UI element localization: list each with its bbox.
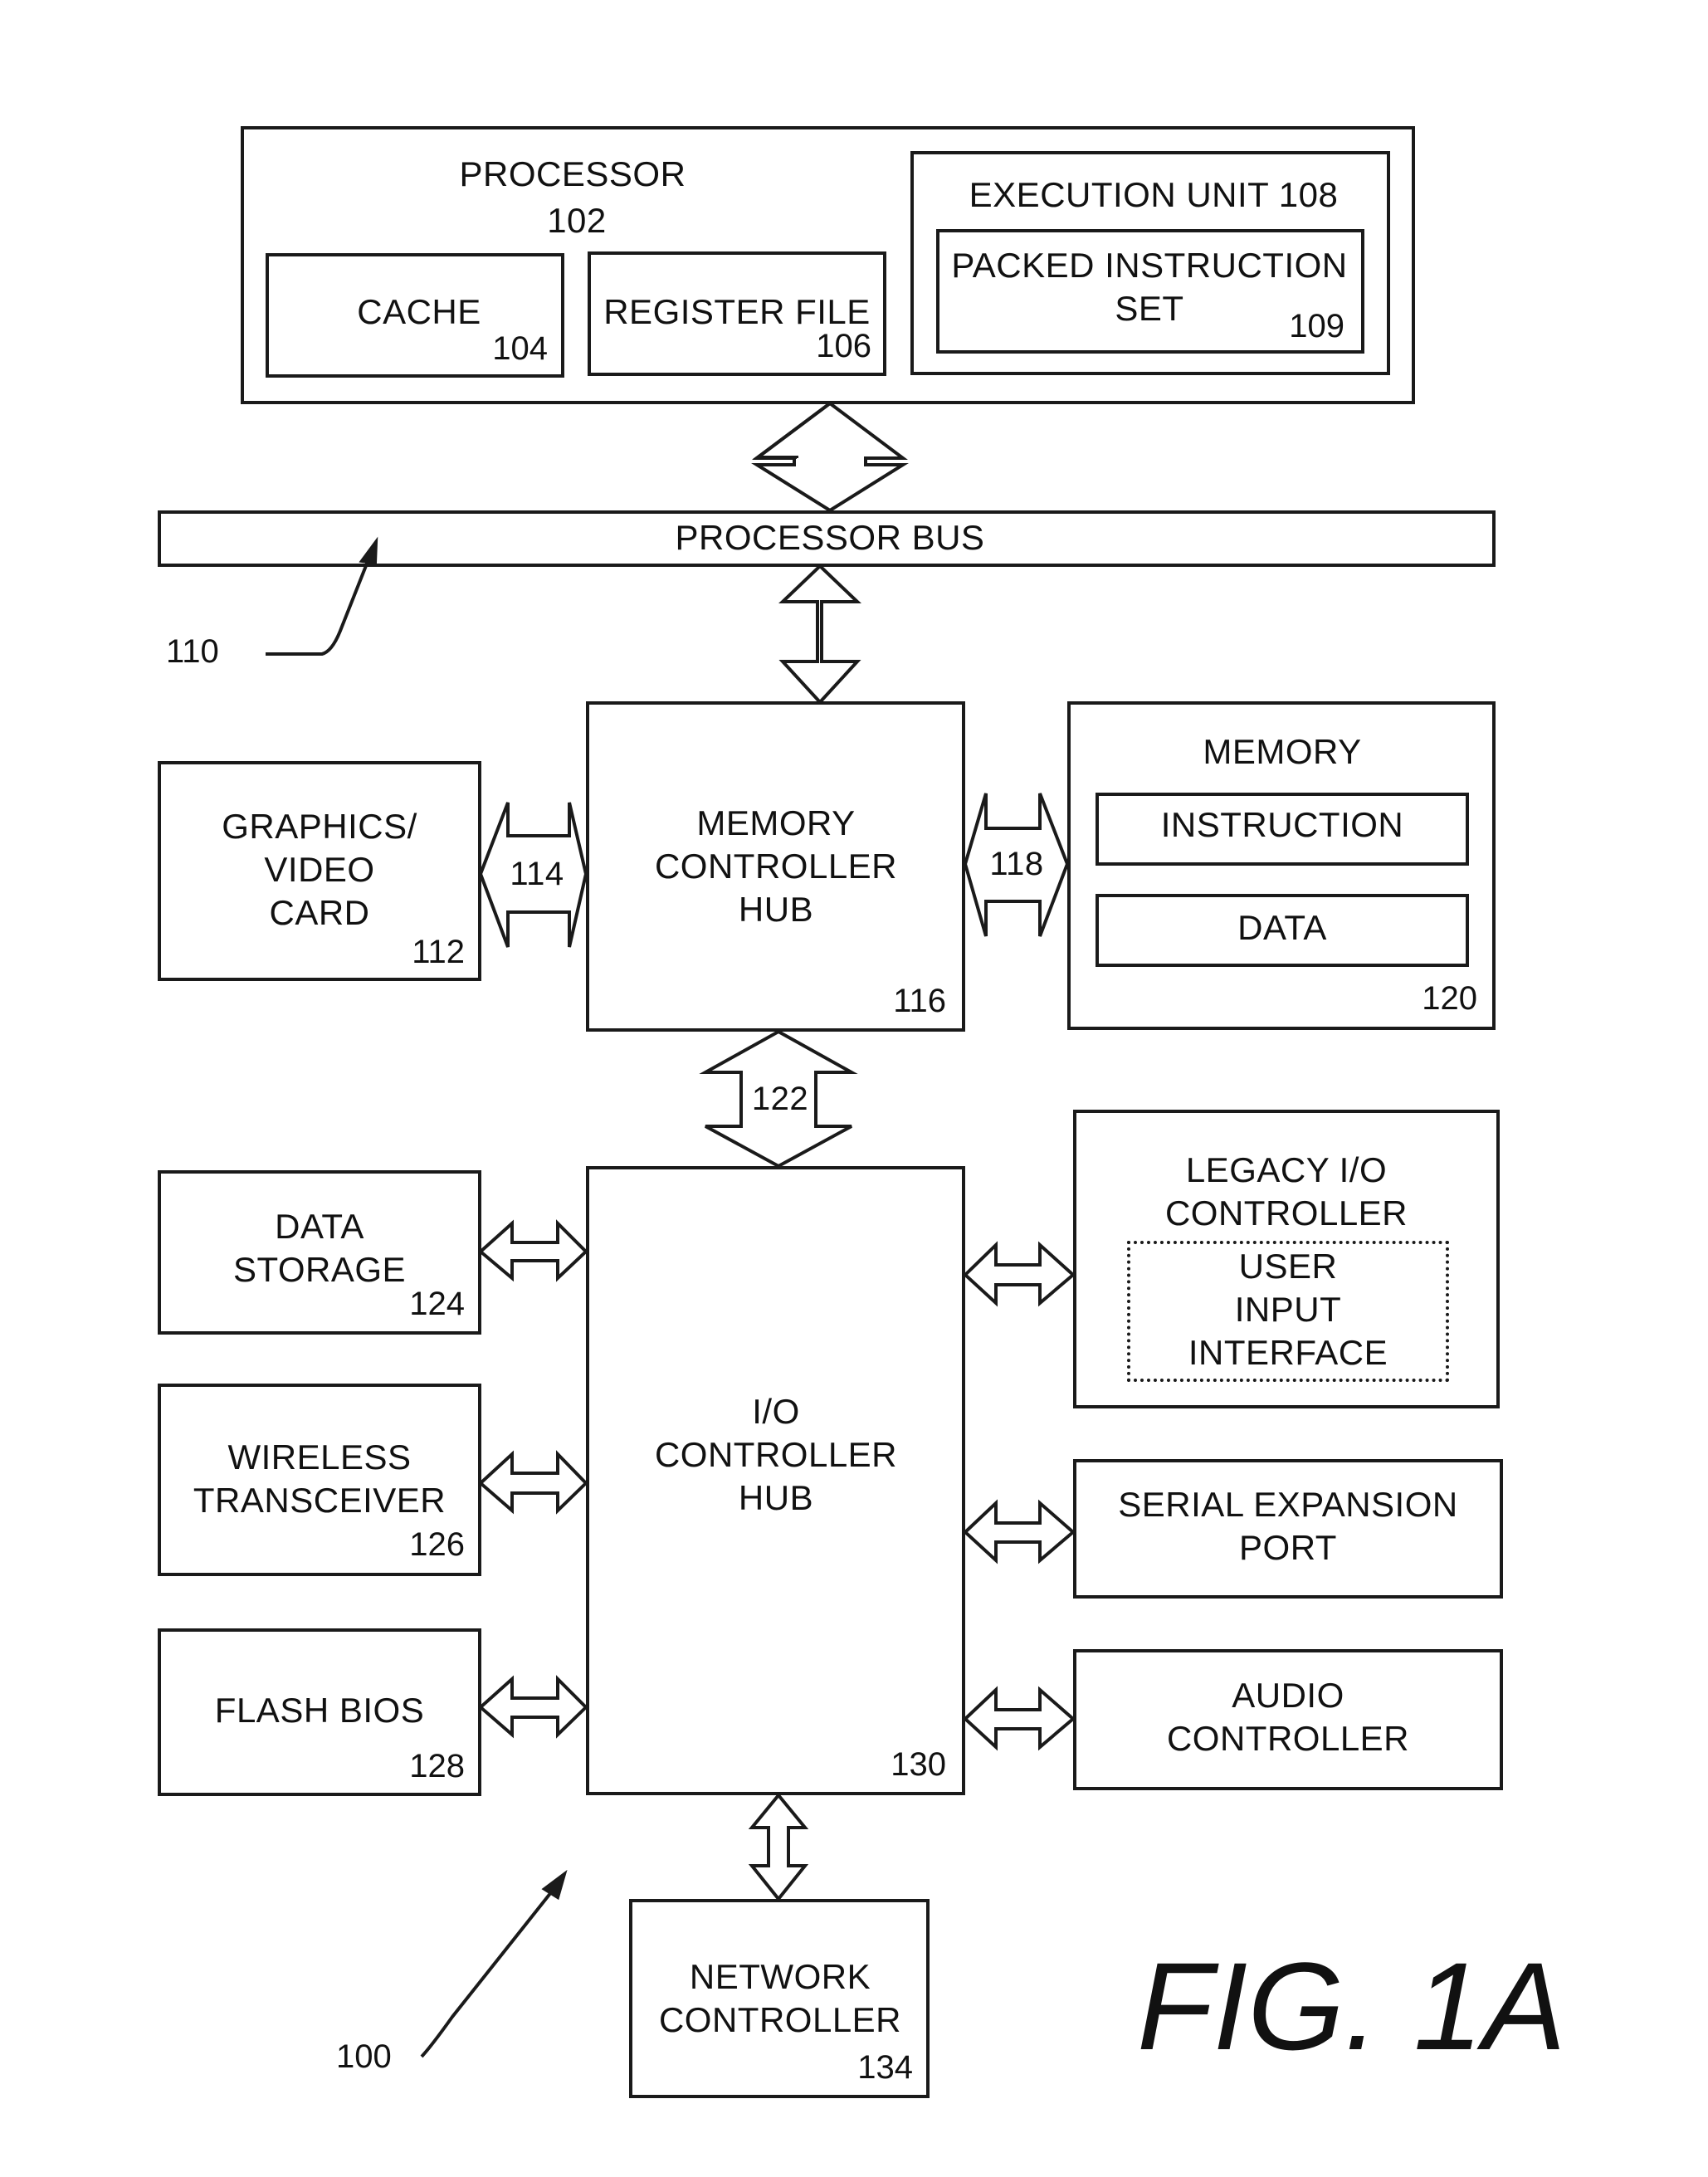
leader-100 xyxy=(422,1884,558,2057)
link-122-ref: 122 xyxy=(743,1077,817,1120)
arrow-flash-ioh xyxy=(481,1679,586,1735)
memory-controller-hub-ref: 116 xyxy=(847,982,946,1020)
cache-ref: 104 xyxy=(465,329,548,368)
arrow-ioh-serial xyxy=(965,1503,1073,1560)
link-118-ref: 118 xyxy=(979,842,1054,886)
user-input-interface-label: USER INPUT INTERFACE xyxy=(1129,1245,1447,1374)
arrow-bus-mch xyxy=(783,566,857,702)
io-controller-hub-label: I/O CONTROLLER HUB xyxy=(606,1390,946,1520)
wireless-transceiver-label: WIRELESS TRANSCEIVER xyxy=(166,1436,473,1522)
graphics-card-label: GRAPHICS/ VIDEO CARD xyxy=(178,805,461,935)
arrow-ioh-legacy xyxy=(965,1245,1073,1303)
audio-controller-label: AUDIO CONTROLLER xyxy=(1079,1674,1497,1760)
arrow-wireless-ioh xyxy=(481,1454,586,1511)
serial-expansion-port-label: SERIAL EXPANSION PORT xyxy=(1079,1483,1497,1569)
io-controller-hub-ref: 130 xyxy=(847,1745,946,1784)
graphics-card-ref: 112 xyxy=(365,933,465,971)
register-file-ref: 106 xyxy=(780,327,871,365)
flash-bios-label: FLASH BIOS xyxy=(178,1689,461,1732)
processor-ref: 102 xyxy=(515,199,639,242)
link-114-ref: 114 xyxy=(500,852,574,896)
arrow-storage-ioh xyxy=(481,1223,586,1278)
processor-title: PROCESSOR xyxy=(415,153,730,196)
leader-100-head xyxy=(544,1874,564,1897)
memory-instruction-label: INSTRUCTION xyxy=(1100,803,1465,847)
data-storage-label: DATA STORAGE xyxy=(178,1205,461,1291)
memory-data-label: DATA xyxy=(1100,906,1465,949)
memory-controller-hub-label: MEMORY CONTROLLER HUB xyxy=(606,802,946,931)
data-storage-ref: 124 xyxy=(365,1285,465,1323)
memory-title: MEMORY xyxy=(1145,730,1419,774)
flash-bios-ref: 128 xyxy=(365,1747,465,1785)
processor-bus-label: PROCESSOR BUS xyxy=(581,516,1079,559)
system-ref: 100 xyxy=(336,2038,419,2076)
cache-label: CACHE xyxy=(315,290,523,334)
processor-bus-ref: 110 xyxy=(166,632,257,671)
memory-ref: 120 xyxy=(1378,979,1477,1018)
packed-instruction-set-ref: 109 xyxy=(1253,307,1344,345)
arrow-ioh-audio xyxy=(965,1690,1073,1747)
wireless-transceiver-ref: 126 xyxy=(365,1525,465,1564)
network-controller-label: NETWORK CONTROLLER xyxy=(639,1955,921,2042)
arrow-proc-bus xyxy=(757,403,903,510)
execution-unit-label: EXECUTION UNIT 108 xyxy=(930,173,1378,217)
network-controller-ref: 134 xyxy=(813,2048,913,2087)
figure-label: FIG. 1A xyxy=(1137,1944,1602,2068)
arrow-ioh-network xyxy=(752,1795,805,1899)
legacy-io-controller-label: LEGACY I/O CONTROLLER xyxy=(1096,1149,1477,1235)
